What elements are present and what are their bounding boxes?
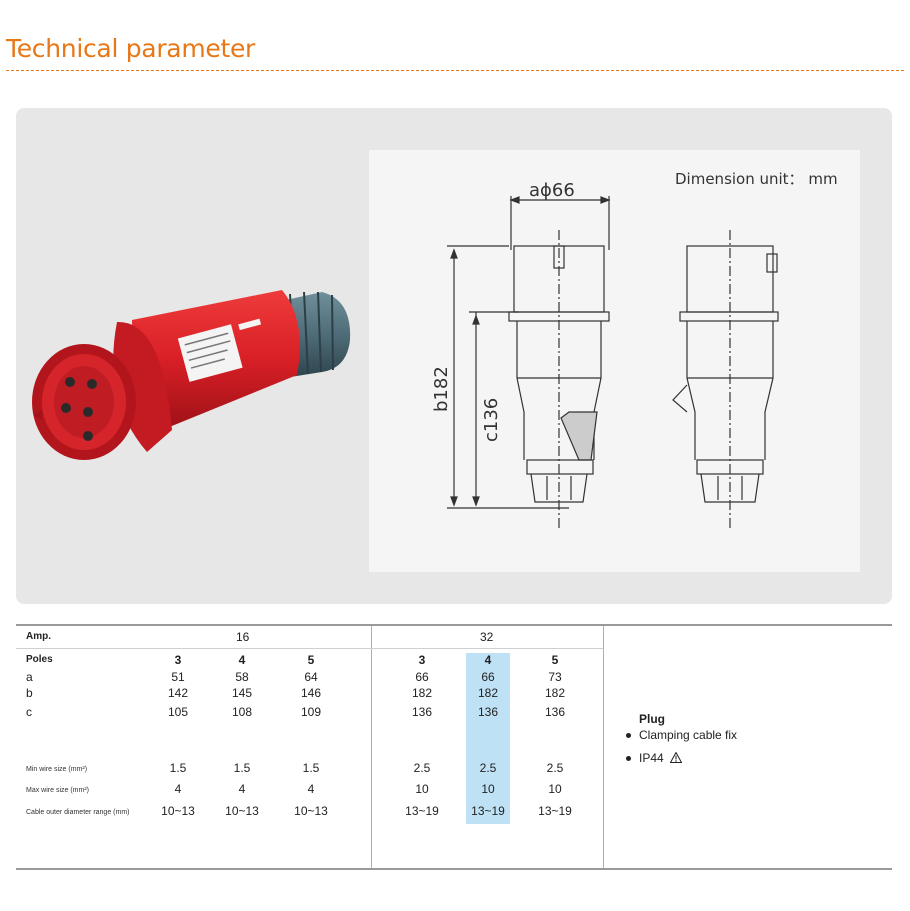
table-cell: 109 bbox=[300, 705, 322, 719]
dim-c-label: c136 bbox=[481, 398, 502, 442]
dimension-drawing bbox=[369, 150, 860, 572]
amp-group-32: 32 bbox=[480, 630, 494, 644]
table-cell: 182 bbox=[544, 686, 566, 700]
dimension-unit-label: Dimension unit： mm bbox=[675, 170, 838, 188]
amp-group-16: 16 bbox=[236, 630, 250, 644]
table-cell: 2.5 bbox=[479, 761, 497, 775]
table-cell: 10~13 bbox=[225, 804, 259, 818]
table-cell: 142 bbox=[167, 686, 189, 700]
pole-cell: 5 bbox=[551, 653, 559, 667]
pole-cell: 5 bbox=[307, 653, 315, 667]
poles-label: Poles bbox=[26, 654, 53, 665]
feature-item: Clamping cable fix bbox=[626, 728, 737, 742]
table-cell: 10 bbox=[548, 782, 562, 796]
table-divider bbox=[603, 626, 604, 868]
header-rule bbox=[16, 648, 603, 649]
table-cell: 1.5 bbox=[169, 761, 187, 775]
highlight-column bbox=[466, 653, 510, 824]
pole-cell: 3 bbox=[418, 653, 426, 667]
table-top-rule bbox=[16, 624, 892, 626]
table-cell: 1.5 bbox=[302, 761, 320, 775]
dim-a-label: aϕ66 bbox=[529, 180, 575, 201]
table-cell: 146 bbox=[300, 686, 322, 700]
table-cell: 2.5 bbox=[546, 761, 564, 775]
table-cell: 13~19 bbox=[405, 804, 439, 818]
table-cell: 10 bbox=[481, 782, 495, 796]
pole-cell: 4 bbox=[484, 653, 492, 667]
table-cell: 73 bbox=[548, 670, 562, 684]
table-cell: 182 bbox=[411, 686, 433, 700]
table-cell: 13~19 bbox=[471, 804, 505, 818]
table-cell: 13~19 bbox=[538, 804, 572, 818]
table-cell: 136 bbox=[544, 705, 566, 719]
table-cell: 64 bbox=[304, 670, 318, 684]
table-cell: 108 bbox=[231, 705, 253, 719]
warning-triangle-icon bbox=[669, 751, 683, 763]
dim-b-label: b182 bbox=[431, 366, 452, 412]
table-divider bbox=[371, 626, 372, 868]
pole-cell: 4 bbox=[238, 653, 246, 667]
table-cell: 136 bbox=[411, 705, 433, 719]
max-wire-label: Max wire size (mm²) bbox=[26, 787, 89, 794]
table-cell: 66 bbox=[481, 670, 495, 684]
table-cell: 4 bbox=[174, 782, 182, 796]
row-label: a bbox=[26, 670, 33, 684]
row-label: c bbox=[26, 705, 32, 719]
table-cell: 66 bbox=[415, 670, 429, 684]
table-cell: 136 bbox=[477, 705, 499, 719]
table-cell: 10 bbox=[415, 782, 429, 796]
drawing-lines: aϕ66 b182 c136 bbox=[431, 180, 779, 528]
table-cell: 2.5 bbox=[413, 761, 431, 775]
table-cell: 182 bbox=[477, 686, 499, 700]
title-divider bbox=[6, 70, 904, 71]
plug-photo bbox=[32, 290, 351, 460]
cable-range-label: Cable outer diameter range (mm) bbox=[26, 809, 130, 816]
table-cell: 145 bbox=[231, 686, 253, 700]
table-cell: 51 bbox=[171, 670, 185, 684]
table-cell: 4 bbox=[307, 782, 315, 796]
table-bottom-rule bbox=[16, 868, 892, 870]
feature-item: IP44 bbox=[626, 751, 683, 765]
table-cell: 58 bbox=[235, 670, 249, 684]
amp-label: Amp. bbox=[26, 631, 51, 642]
page-title: Technical parameter bbox=[6, 34, 256, 63]
min-wire-label: Min wire size (mm²) bbox=[26, 766, 88, 773]
table-cell: 105 bbox=[167, 705, 189, 719]
row-label: b bbox=[26, 686, 33, 700]
table-cell: 1.5 bbox=[233, 761, 251, 775]
table-cell: 4 bbox=[238, 782, 246, 796]
table-cell: 10~13 bbox=[294, 804, 328, 818]
plug-title: Plug bbox=[639, 712, 665, 726]
pole-cell: 3 bbox=[174, 653, 182, 667]
table-cell: 10~13 bbox=[161, 804, 195, 818]
